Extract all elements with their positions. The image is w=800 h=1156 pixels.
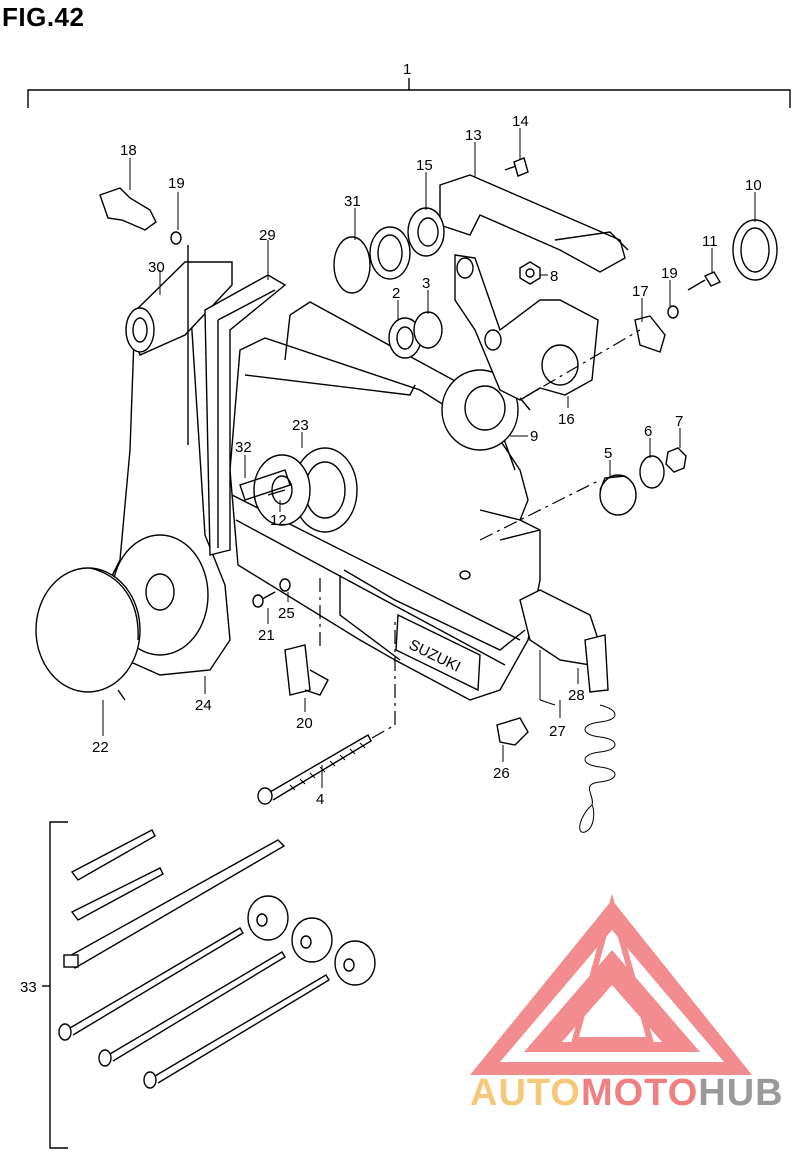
axis-line-1	[519, 329, 641, 401]
callout-25: 25	[278, 605, 295, 622]
bushings	[388, 311, 443, 359]
callout-28: 28	[568, 687, 585, 704]
callout-17: 17	[632, 283, 649, 300]
callout-30: 30	[148, 259, 165, 276]
callout-18: 18	[120, 142, 137, 159]
figure-title: FIG.42	[2, 2, 85, 32]
arm-16	[454, 254, 599, 411]
cable-ties	[63, 829, 286, 969]
leader-lines	[102, 128, 756, 788]
callout-20: 20	[296, 715, 313, 732]
callout-32: 32	[235, 439, 252, 456]
callout-10: 10	[745, 177, 762, 194]
watermark-hub: HUB	[698, 1072, 784, 1114]
callout-1: 1	[403, 61, 411, 78]
callout-15: 15	[416, 157, 433, 174]
lanyard-coil	[579, 704, 616, 833]
ring-10	[732, 219, 778, 281]
watermark-auto: AUTO	[470, 1072, 581, 1114]
link-17	[634, 315, 666, 353]
kit-bracket	[42, 821, 68, 1149]
kit-bolts	[58, 927, 330, 1089]
callout-6: 6	[644, 423, 652, 440]
bolt-11	[687, 271, 722, 291]
lever-cover	[35, 567, 141, 701]
callout-2: 2	[392, 285, 400, 302]
callout-7: 7	[675, 413, 683, 430]
bolt-14	[504, 157, 529, 177]
callout-12: 12	[270, 512, 287, 529]
callout-14: 14	[512, 113, 529, 130]
washer-6	[639, 455, 665, 489]
washer-9	[441, 369, 519, 451]
knob-18	[99, 187, 157, 231]
washer-15	[407, 207, 445, 257]
callout-13: 13	[465, 127, 482, 144]
callout-3: 3	[422, 275, 430, 292]
callout-31: 31	[344, 193, 361, 210]
watermark-text: AUTOMOTOHUB	[470, 1072, 784, 1115]
stop-switch	[519, 589, 609, 706]
callout-9: 9	[530, 428, 538, 445]
callout-labels: 1 2 3 4 5 6 7 8 9 10 11 12 13 14 15 16 1…	[20, 61, 762, 996]
watermark-moto: MOTO	[580, 1072, 699, 1114]
callout-11: 11	[702, 233, 718, 250]
callout-19-left: 19	[168, 175, 185, 192]
callout-23: 23	[292, 417, 309, 434]
screw-21	[252, 578, 291, 608]
bush-5	[599, 474, 637, 516]
callout-22: 22	[92, 739, 109, 756]
gear-assembly	[239, 447, 358, 533]
callout-4: 4	[316, 791, 324, 808]
plate-31	[333, 226, 411, 294]
callout-26: 26	[493, 765, 510, 782]
callout-24: 24	[195, 697, 212, 714]
assembly-bracket	[27, 78, 791, 108]
callout-5: 5	[604, 445, 612, 462]
nut-8	[519, 261, 541, 285]
callout-27: 27	[549, 723, 566, 740]
bracket-part	[284, 578, 329, 696]
callout-19-right: 19	[661, 265, 678, 282]
watermark-logo-icon	[470, 893, 752, 1075]
callout-8: 8	[550, 268, 558, 285]
callout-16: 16	[558, 411, 575, 428]
callout-33: 33	[20, 979, 37, 996]
callout-29: 29	[259, 227, 276, 244]
washer-19-left	[170, 231, 182, 245]
washer-19-right	[667, 305, 679, 319]
axis-line-2	[479, 479, 601, 541]
nut-7	[665, 447, 687, 473]
kit-bushes	[247, 895, 376, 986]
clip-26	[496, 717, 529, 746]
control-lever	[99, 245, 287, 676]
callout-21: 21	[258, 627, 275, 644]
arm-part	[439, 174, 629, 273]
